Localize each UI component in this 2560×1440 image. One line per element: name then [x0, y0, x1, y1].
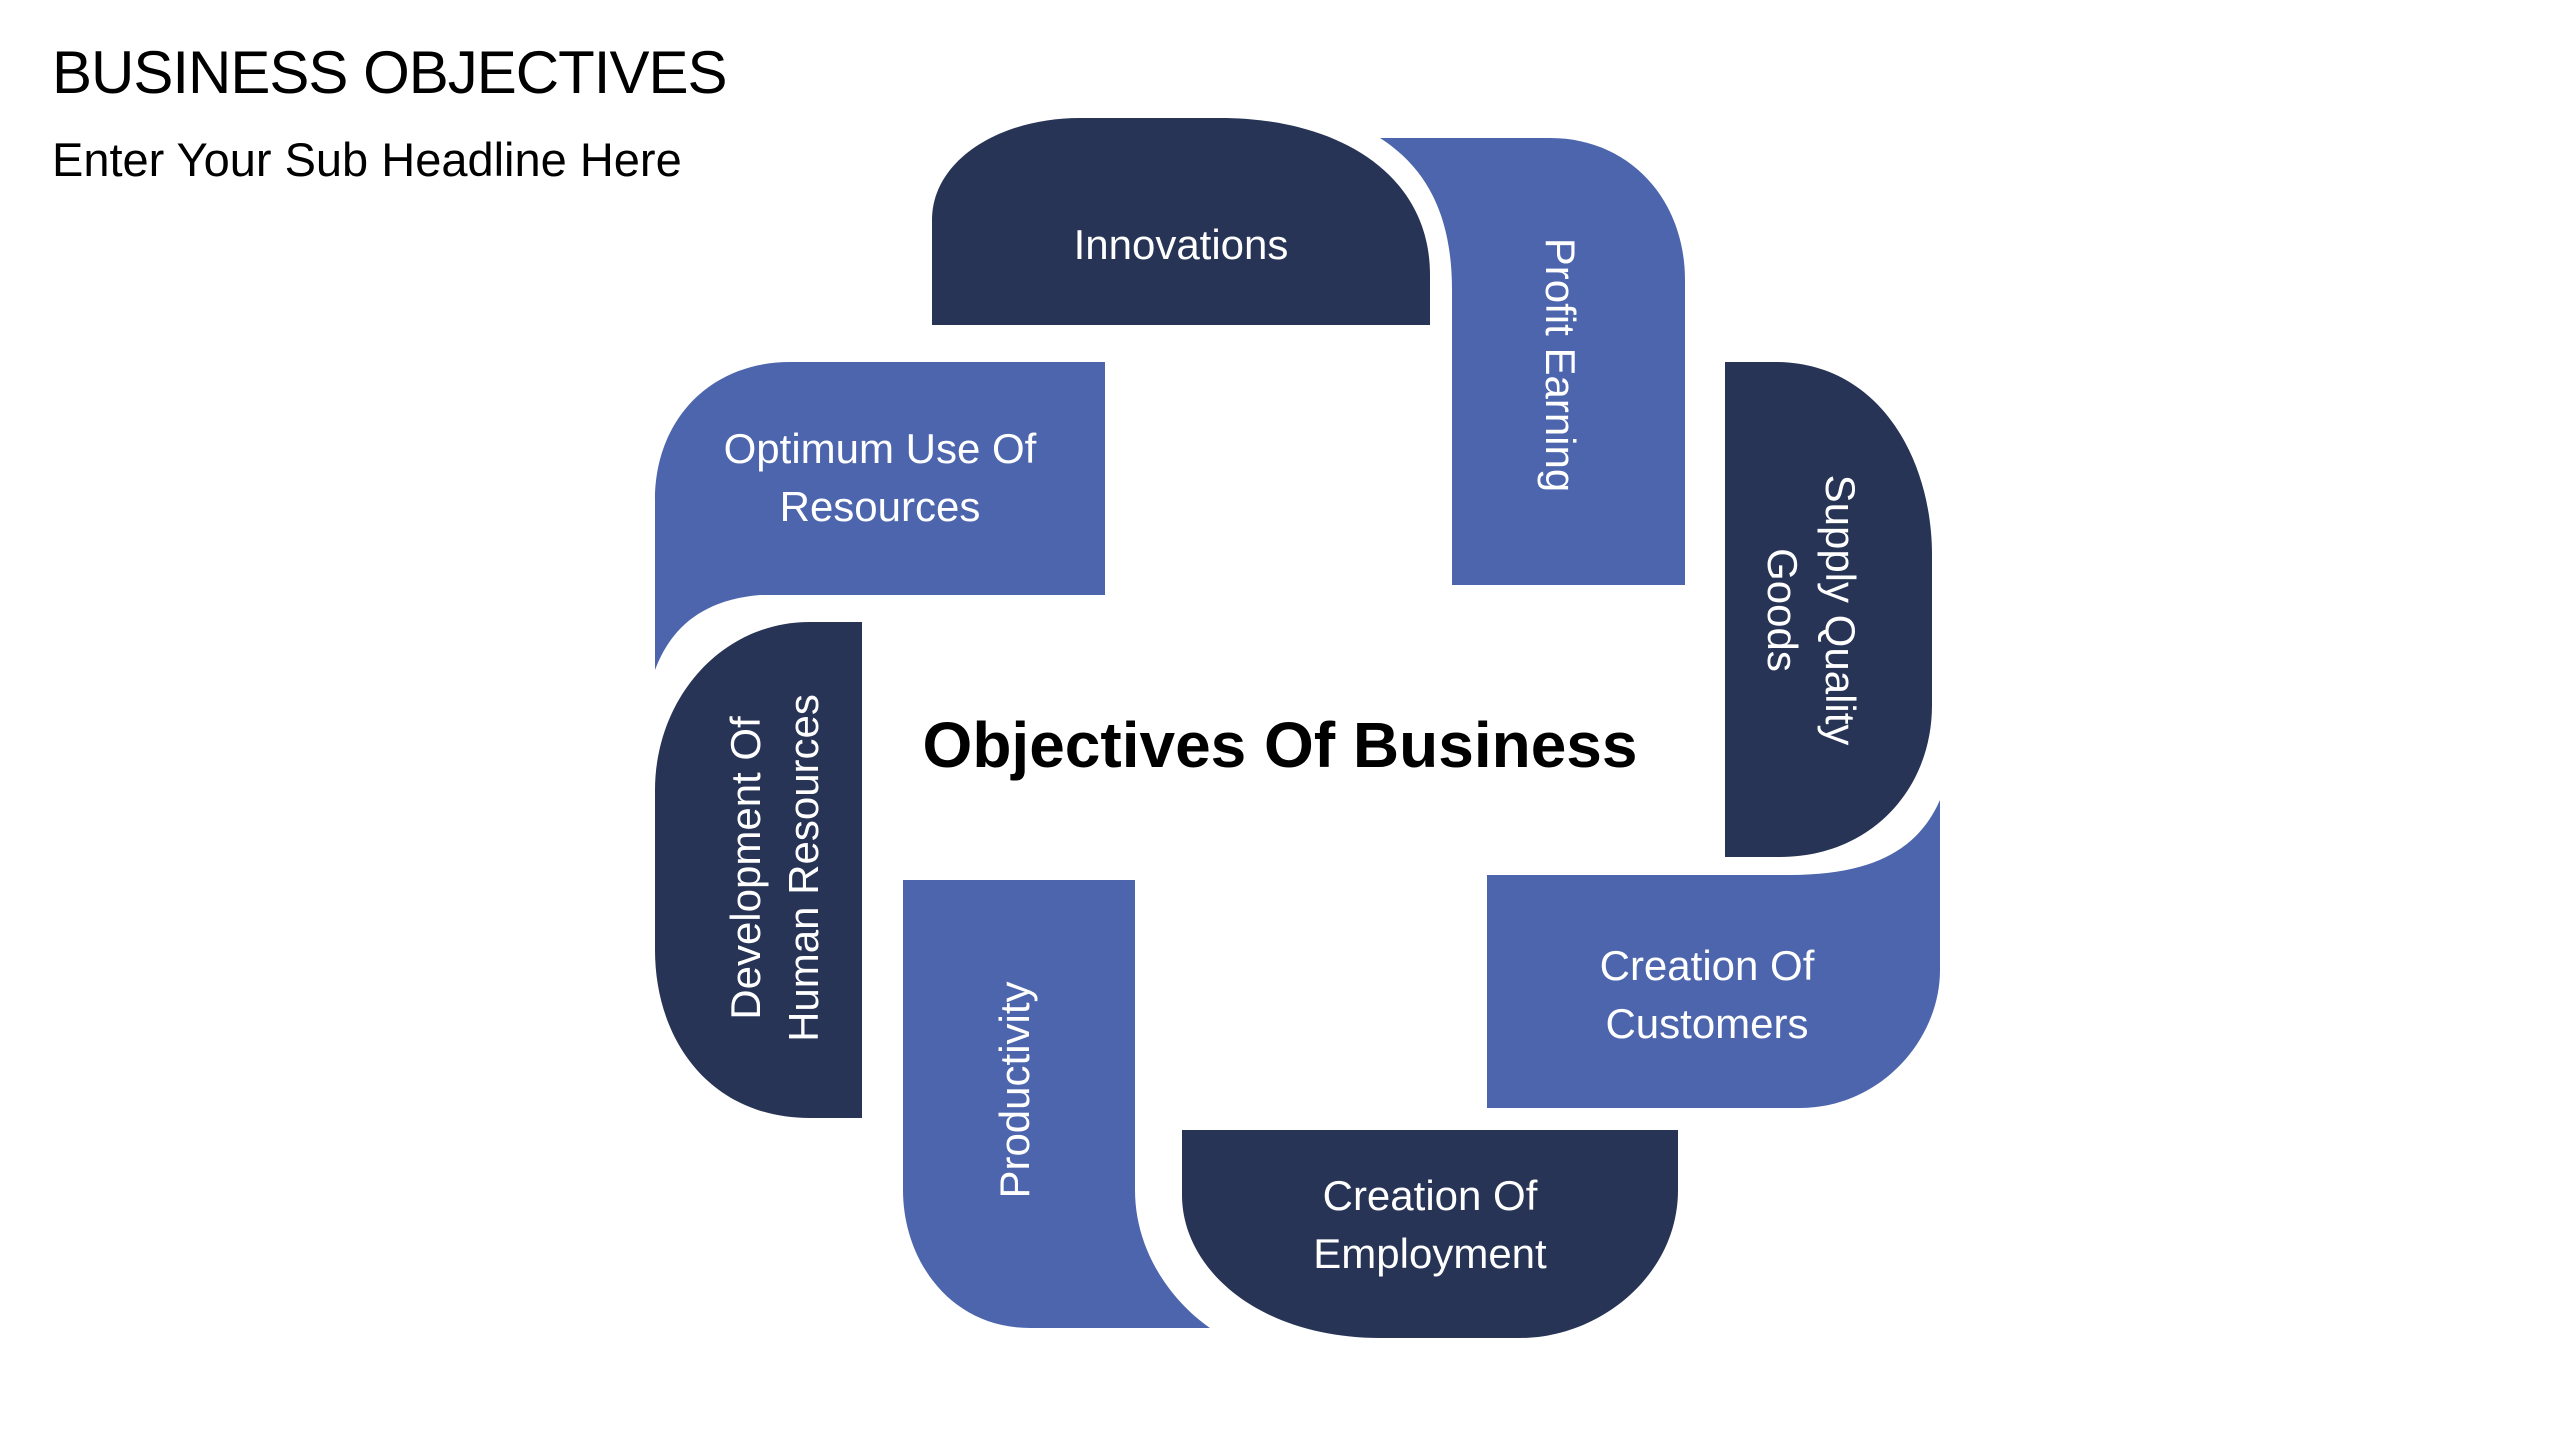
segment-innovations-shape — [932, 118, 1430, 325]
segment-creation-of-customers-shape — [1487, 800, 1940, 1108]
page-subtitle: Enter Your Sub Headline Here — [52, 133, 682, 186]
segment-development-of-human-resources-label: Development Of Human Resources — [722, 694, 827, 1042]
segment-creation-of-employment-label: Creation Of Employment — [1313, 1172, 1547, 1277]
segment-development-of-human-resources-shape — [655, 622, 862, 1118]
segment-productivity-shape — [903, 880, 1210, 1328]
segment-optimum-use-of-resources-shape — [655, 362, 1105, 670]
segment-creation-of-employment-shape — [1182, 1130, 1678, 1338]
center-title: Objectives Of Business — [922, 709, 1638, 781]
segment-innovations-label: Innovations — [1073, 221, 1289, 268]
segment-supply-quality-goods-shape — [1725, 362, 1932, 857]
segment-optimum-use-of-resources-label: Optimum Use Of Resources — [723, 425, 1037, 530]
segment-creation-of-customers-label: Creation Of Customers — [1599, 942, 1815, 1047]
page-title: BUSINESS OBJECTIVES — [52, 39, 728, 106]
segment-supply-quality-goods-label: Supply Quality Goods — [1759, 474, 1864, 746]
segment-profit-earning-shape — [1380, 138, 1685, 585]
segment-profit-earning-label: Profit Earning — [1537, 237, 1584, 493]
segment-productivity-label: Productivity — [991, 981, 1038, 1199]
